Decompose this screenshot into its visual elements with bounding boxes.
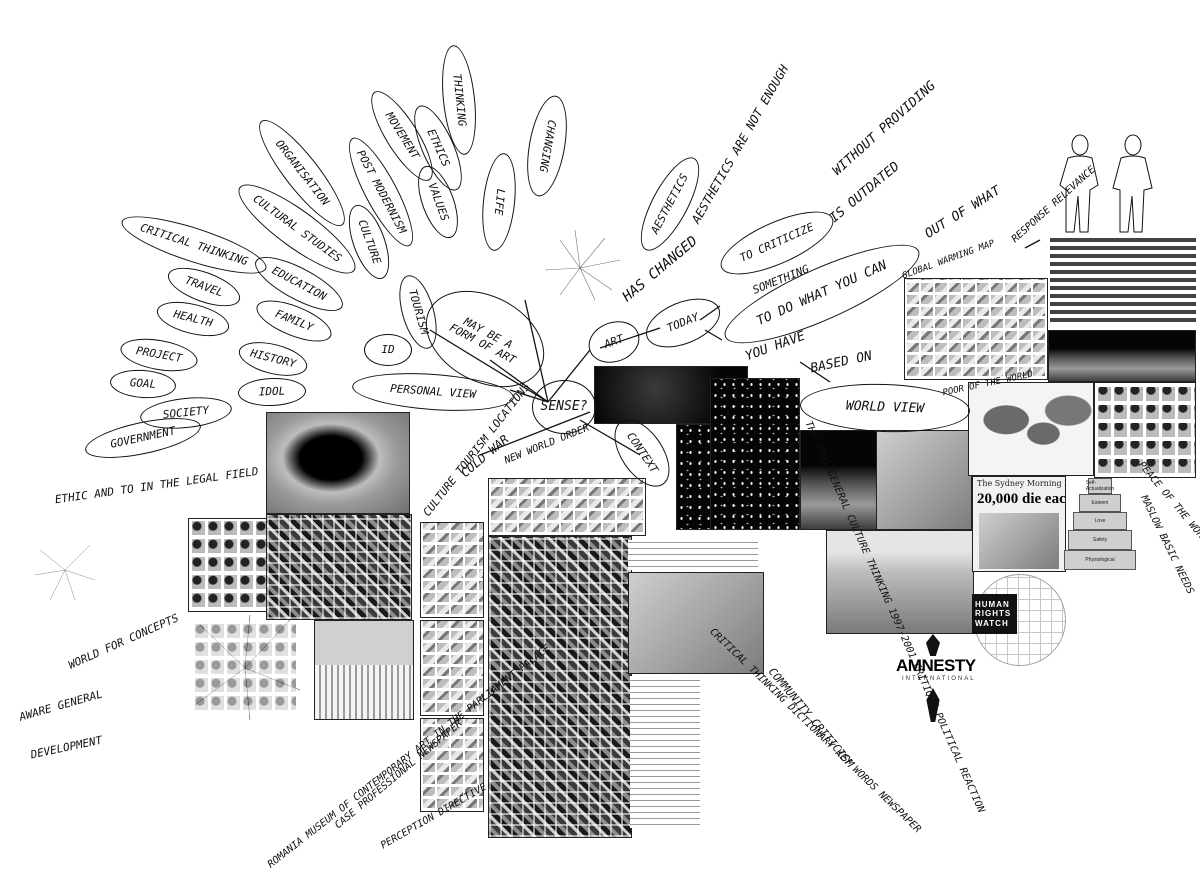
pyramid-level: Self-Actualization — [1088, 478, 1112, 494]
bubble-label: CONTEXT — [624, 431, 659, 476]
fallen-figure-photo — [876, 430, 972, 530]
bubble-label: GOAL — [129, 377, 156, 390]
newspaper-masthead: The Sydney Morning Herald — [977, 479, 1066, 488]
crater-photo — [266, 412, 410, 514]
bubble-id: ID — [364, 334, 412, 366]
poor-of-world-map — [968, 382, 1094, 476]
mind-map-sheet: The Sydney Morning Herald 20,000 die eac… — [0, 0, 1200, 848]
global-warming-collage — [904, 278, 1048, 380]
pyramid-label: Self-Actualization — [1086, 480, 1114, 492]
bubble-label: THINKING — [450, 73, 467, 127]
bubble-label: ID — [381, 344, 394, 356]
response-chart — [1050, 236, 1196, 326]
parliament-palace-photo — [314, 620, 414, 720]
pyramid-label: Esteem — [1092, 500, 1109, 506]
printed-text-block — [628, 540, 758, 570]
crowd-photo-collage — [266, 514, 412, 620]
bubble-label: ETHICS — [425, 127, 452, 168]
bubble-label: HEALTH — [172, 309, 213, 330]
bubble-label: IDOL — [259, 386, 286, 398]
hrw-word: HUMAN — [975, 600, 1017, 609]
bubble-label: MAY BE A FORM OF ART — [442, 309, 529, 370]
child-photo — [979, 513, 1059, 569]
thumbnail-grid-top — [488, 478, 646, 536]
bubble-label: LIFE — [492, 188, 506, 216]
maslow-pyramid: Self-Actualization Esteem Love Safety Ph… — [1064, 476, 1136, 572]
pyramid-label: Safety — [1093, 537, 1107, 543]
bubble-label: ART — [603, 333, 626, 351]
bubble-label: HISTORY — [249, 348, 297, 370]
center-label: SENSE? — [541, 400, 588, 414]
bubble-label: WORLD VIEW — [846, 400, 925, 416]
hrw-logo: HUMAN RIGHTS WATCH — [972, 594, 1017, 634]
bubble-label: FAMILY — [273, 308, 314, 334]
dark-globe-photo — [1048, 330, 1196, 382]
candle-icon — [926, 634, 940, 656]
bubble-label: PROJECT — [135, 345, 183, 364]
portraits-grid-left — [188, 518, 268, 612]
portraits-burst — [192, 622, 296, 714]
bubble-label: PERSONAL VIEW — [390, 383, 477, 401]
printed-text-column — [630, 676, 700, 828]
bubble-label: TRAVEL — [183, 275, 224, 299]
bubble-label: CULTURE — [356, 218, 383, 266]
pyramid-level: Physiological — [1064, 550, 1136, 570]
newspaper-headline: 20,000 die each day — [977, 491, 1066, 508]
pyramid-level: Safety — [1068, 530, 1132, 550]
line-response — [1025, 240, 1040, 248]
pyramid-level: Esteem — [1079, 494, 1121, 512]
document-strip-1 — [420, 522, 484, 618]
scribble-burst-top — [545, 230, 620, 300]
scribble-burst-left — [35, 545, 95, 600]
night-sky-strip — [710, 378, 800, 530]
night-sky-photo — [676, 424, 714, 530]
bubble-label: CHANGING — [537, 119, 558, 173]
pyramid-label: Physiological — [1085, 557, 1114, 563]
pyramid-label: Love — [1095, 518, 1106, 524]
bubble-label: GOVERNMENT — [109, 425, 176, 450]
newspaper-clipping: The Sydney Morning Herald 20,000 die eac… — [972, 476, 1066, 572]
amnesty-subtitle: INTERNATIONAL — [902, 676, 976, 682]
hrw-word: RIGHTS — [975, 609, 1017, 618]
bubble-label: TODAY — [665, 311, 700, 334]
pyramid-level: Love — [1073, 512, 1127, 530]
hrw-word: WATCH — [975, 619, 1017, 628]
large-image-mosaic — [488, 536, 632, 838]
